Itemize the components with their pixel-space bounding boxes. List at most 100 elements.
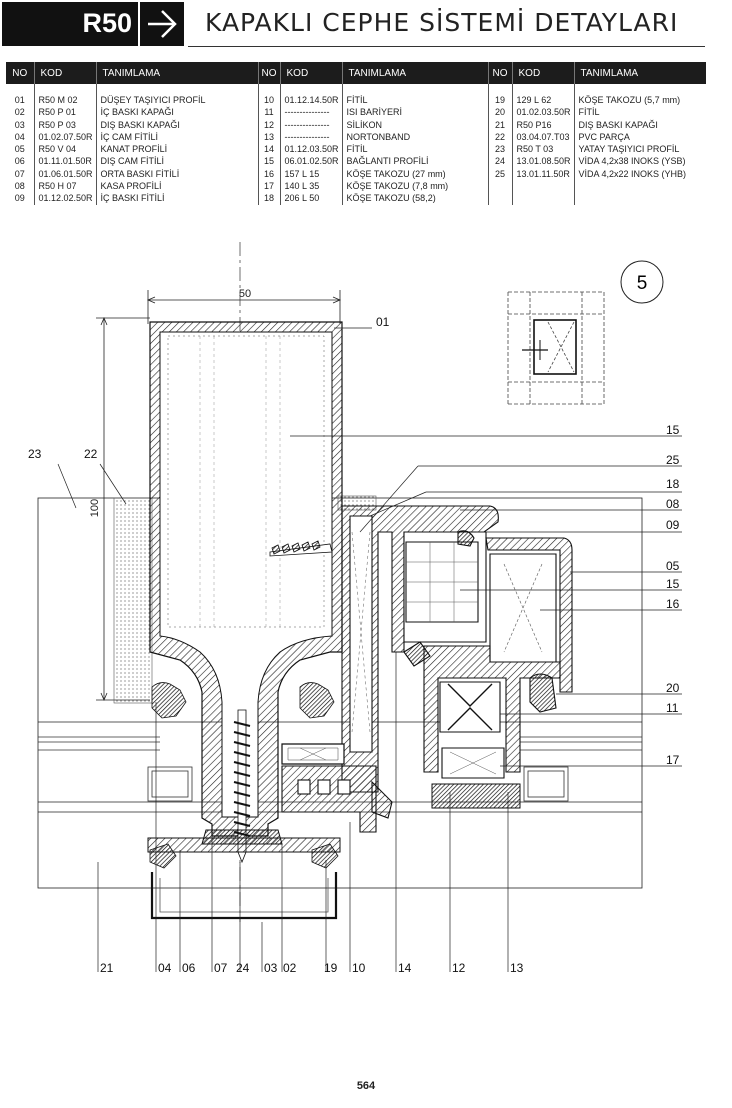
cell-no: 13 [257, 130, 280, 144]
cell-no: 23 [487, 143, 512, 156]
mullion-profile [149, 321, 343, 837]
cell-tanim [573, 180, 706, 193]
cell-no: 02 [14, 107, 25, 118]
cell-kod: 01.12.02.50R [33, 192, 96, 205]
callout-11: 11 [666, 701, 679, 715]
cell-tanim: DIŞ BASKI KAPAĞI [573, 118, 706, 131]
cell-tanim: İÇ BASKI FİTİLİ [95, 192, 258, 205]
callout-07: 07 [214, 961, 228, 975]
callout-09: 09 [666, 518, 680, 532]
cell-kod: 140 L 35 [279, 180, 342, 193]
cell-kod: R50 V 04 [33, 143, 96, 156]
cell-kod: R50 P16 [511, 118, 574, 131]
cell-tanim: KANAT PROFİLİ [95, 143, 258, 156]
cell-kod: --------------- [279, 130, 342, 144]
cell-no: 14 [257, 143, 280, 156]
cell-tanim: YATAY TAŞIYICI PROFİL [573, 143, 706, 156]
cell-tanim: FİTİL [573, 106, 706, 119]
cell-tanim: FİTİL [341, 143, 488, 156]
cell-tanim: DIŞ BASKI KAPAĞI [95, 118, 258, 131]
callout-24: 24 [236, 961, 250, 975]
pressure-plate [147, 829, 341, 920]
callout-16: 16 [666, 597, 680, 611]
cell-tanim: BAĞLANTI PROFİLİ [341, 155, 488, 168]
cell-tanim: ISI BARİYERİ [341, 106, 488, 119]
cell-no: 16 [257, 167, 280, 181]
cell-kod [511, 180, 574, 193]
cell-kod: 03.04.07.T03 [511, 130, 574, 144]
callout-22: 22 [84, 447, 98, 461]
callout-10: 10 [352, 961, 366, 975]
cell-tanim [573, 192, 706, 205]
cell-kod: 01.02.03.50R [511, 106, 574, 119]
callout-20: 20 [666, 681, 680, 695]
cell-tanim: KÖŞE TAKOZU (58,2) [341, 192, 488, 205]
header-rule [188, 46, 705, 47]
cell-kod: 01.12.14.50R [279, 84, 342, 107]
header-no: NO [257, 62, 280, 84]
callout-23: 23 [28, 447, 42, 461]
callout-05: 05 [666, 559, 680, 573]
arrow-right-icon [140, 2, 184, 46]
cell-kod: R50 T 03 [511, 143, 574, 156]
cell-kod: 06.01.02.50R [279, 155, 342, 168]
svg-text:5: 5 [637, 273, 648, 294]
callout-25: 25 [666, 453, 680, 467]
callout-02: 02 [283, 961, 297, 975]
series-badge-label: R50 [82, 8, 132, 38]
cell-no: 22 [487, 130, 512, 144]
cell-kod: 01.11.01.50R [33, 155, 96, 168]
cell-kod: 129 L 62 [511, 84, 574, 107]
cell-kod: R50 H 07 [33, 180, 96, 193]
cell-tanim: İÇ BASKI KAPAĞI [95, 106, 258, 119]
dimension-width: 50 [146, 288, 342, 324]
callout-04: 04 [158, 961, 172, 975]
cell-no: 07 [14, 168, 25, 179]
cell-tanim: KASA PROFİLİ [95, 180, 258, 193]
sash-profile [403, 530, 573, 809]
cell-tanim: VİDA 4,2x38 INOKS (YSB) [573, 155, 706, 168]
cell-no: 12 [257, 118, 280, 131]
header-no: NO [6, 62, 34, 84]
cell-tanim: KÖŞE TAKOZU (5,7 mm) [573, 84, 706, 107]
cell-no: 08 [14, 181, 25, 192]
page-header: R50 KAPAKLI CEPHE SİSTEMİ DETAYLARI [0, 0, 732, 48]
cell-no: 24 [487, 155, 512, 168]
cell-tanim: VİDA 4,2x22 INOKS (YHB) [573, 167, 706, 181]
cell-tanim: NORTONBAND [341, 130, 488, 144]
cell-tanim: SİLİKON [341, 118, 488, 131]
key-plan [507, 291, 605, 405]
callout-21: 21 [100, 961, 114, 975]
glazing-panes [38, 736, 642, 802]
cell-tanim: ORTA BASKI FİTİLİ [95, 167, 258, 181]
callout-03: 03 [264, 961, 278, 975]
cell-kod: --------------- [279, 118, 342, 131]
cell-kod: 206 L 50 [279, 192, 342, 205]
callout-01: 01 [376, 315, 390, 329]
cell-no: 09 [14, 193, 25, 204]
cell-tanim: FİTİL [341, 84, 488, 107]
cell-kod: 01.02.07.50R [33, 130, 96, 144]
cell-no [487, 180, 512, 193]
cell-no: 20 [487, 106, 512, 119]
callout-15: 15 [666, 423, 680, 437]
page-number: 564 [356, 1080, 376, 1092]
callout-06: 06 [182, 961, 196, 975]
cell-kod: 13.01.11.50R [511, 167, 574, 181]
dimension-height: 100 [89, 316, 150, 702]
callout-13: 13 [510, 961, 524, 975]
parts-table-header: NO KOD TANIMLAMA NO KOD TANIMLAMA NO KOD… [6, 62, 706, 84]
series-badge: R50 [2, 2, 138, 46]
page-title: KAPAKLI CEPHE SİSTEMİ DETAYLARI [205, 8, 679, 37]
cell-kod [511, 192, 574, 205]
header-no: NO [487, 62, 512, 84]
cell-no: 17 [257, 180, 280, 193]
cell-tanim: DÜŞEY TAŞIYICI PROFİL [95, 84, 258, 107]
header-kod: KOD [279, 62, 342, 84]
